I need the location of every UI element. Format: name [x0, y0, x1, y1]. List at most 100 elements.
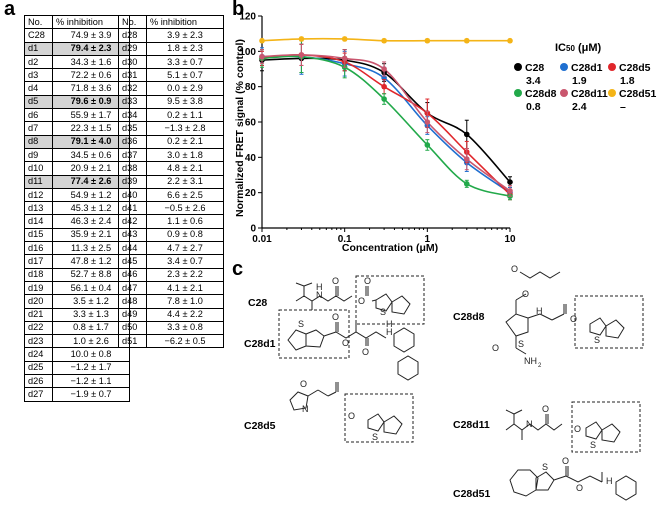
- legend-ic50-value: –: [620, 101, 626, 113]
- structure-c28d5: O N O S: [289, 379, 414, 443]
- atom-label: O: [364, 276, 371, 286]
- structure-label-c28d5: C28d5: [244, 420, 276, 432]
- atom-label: H: [316, 282, 323, 292]
- inhibition-value: 3.3 ± 0.8: [146, 320, 224, 336]
- inhibition-value: −1.9 ± 0.7: [52, 387, 130, 402]
- atom-label: O: [332, 312, 339, 322]
- compound-id: C28: [24, 28, 53, 43]
- atom-label: N: [302, 404, 309, 414]
- structure-c28d11: N O O S: [505, 401, 641, 453]
- legend-marker: [608, 63, 616, 71]
- panel-label-c: c: [232, 258, 244, 280]
- atom-label: O: [574, 424, 581, 434]
- legend-series-name: C28d11: [571, 88, 608, 100]
- structure-c28: N H O O O S: [295, 275, 425, 325]
- structure-label-c28d8: C28d8: [453, 311, 485, 323]
- atom-label: S: [542, 462, 548, 472]
- atom-label: N: [526, 419, 533, 429]
- legend-marker: [560, 89, 568, 97]
- legend-series-name: C28d8: [525, 88, 557, 100]
- legend-series-name: C28: [525, 62, 545, 74]
- table-row: d41−0.5 ± 2.6: [118, 201, 224, 216]
- atom-label: O: [576, 483, 583, 493]
- atom-label: O: [542, 404, 549, 414]
- atom-label: S: [590, 440, 596, 450]
- legend-marker: [514, 89, 522, 97]
- inhibition-value: 3.9 ± 2.3: [146, 28, 224, 43]
- legend-series-name: C28d1: [571, 62, 603, 74]
- atom-label: O: [492, 343, 499, 353]
- legend-ic50-value: 0.8: [526, 101, 541, 113]
- legend-ic50-value: 1.8: [620, 75, 635, 87]
- legend-series-name: C28d5: [619, 62, 651, 74]
- legend-ic50-value: 1.9: [572, 75, 587, 87]
- inhibition-value: −6.2 ± 0.5: [146, 334, 224, 349]
- legend-marker: [514, 63, 522, 71]
- legend-item-c28d51: C28d51: [608, 88, 656, 100]
- atom-label: H: [536, 306, 543, 316]
- structure-c28d51: S O O H: [509, 456, 637, 501]
- atom-label: 2: [538, 363, 542, 369]
- atom-label: O: [511, 264, 518, 274]
- atom-label: O: [562, 456, 569, 466]
- compound-id: d28: [118, 28, 147, 43]
- structure-label-c28d11: C28d11: [453, 419, 490, 431]
- atom-label: O: [358, 296, 365, 306]
- legend-item-c28d5: C28d5: [608, 62, 651, 74]
- table-row: d27−1.9 ± 0.7: [24, 387, 130, 402]
- legend-marker: [560, 63, 568, 71]
- atom-label: O: [362, 347, 369, 357]
- structure-label-c28d51: C28d51: [453, 488, 491, 500]
- atom-label: H: [386, 319, 393, 329]
- compound-id: d27: [24, 387, 53, 402]
- structure-c28d1: S O O O H H: [278, 309, 419, 381]
- legend-ic50-value: 2.4: [572, 101, 587, 113]
- atom-label: N: [316, 290, 323, 300]
- structure-label-c28: C28: [248, 297, 268, 309]
- atom-label: O: [522, 289, 529, 299]
- inhibition-value: 77.4 ± 2.6: [52, 174, 130, 189]
- inhibition-value: 1.8 ± 2.3: [146, 41, 224, 56]
- panel-label-a: a: [4, 0, 16, 20]
- compound-id: d8: [24, 134, 53, 149]
- table-row: d26−1.2 ± 1.1: [24, 374, 130, 389]
- inhibition-value: 79.1 ± 4.0: [52, 134, 130, 149]
- legend-item-c28d1: C28d1: [560, 62, 603, 74]
- atom-label: S: [298, 319, 304, 329]
- legend-ic50-value: 3.4: [526, 75, 541, 87]
- atom-label: H: [606, 476, 613, 486]
- legend-item-c28d8: C28d8: [514, 88, 557, 100]
- inhibition-value: 74.9 ± 3.9: [52, 28, 130, 43]
- legend-series-name: C28d51: [619, 88, 657, 100]
- legend-item-c28d11: C28d11: [560, 88, 608, 100]
- atom-label: O: [300, 379, 307, 389]
- atom-label: H: [386, 327, 393, 337]
- legend-title: IC50 (μM): [555, 42, 602, 54]
- structure-label-c28d1: C28d1: [244, 338, 276, 350]
- atom-label: O: [570, 314, 577, 324]
- legend-item-c28: C28: [514, 62, 544, 74]
- compound-id: d5: [24, 94, 53, 110]
- atom-label: O: [342, 338, 349, 348]
- atom-label: NH: [524, 356, 537, 366]
